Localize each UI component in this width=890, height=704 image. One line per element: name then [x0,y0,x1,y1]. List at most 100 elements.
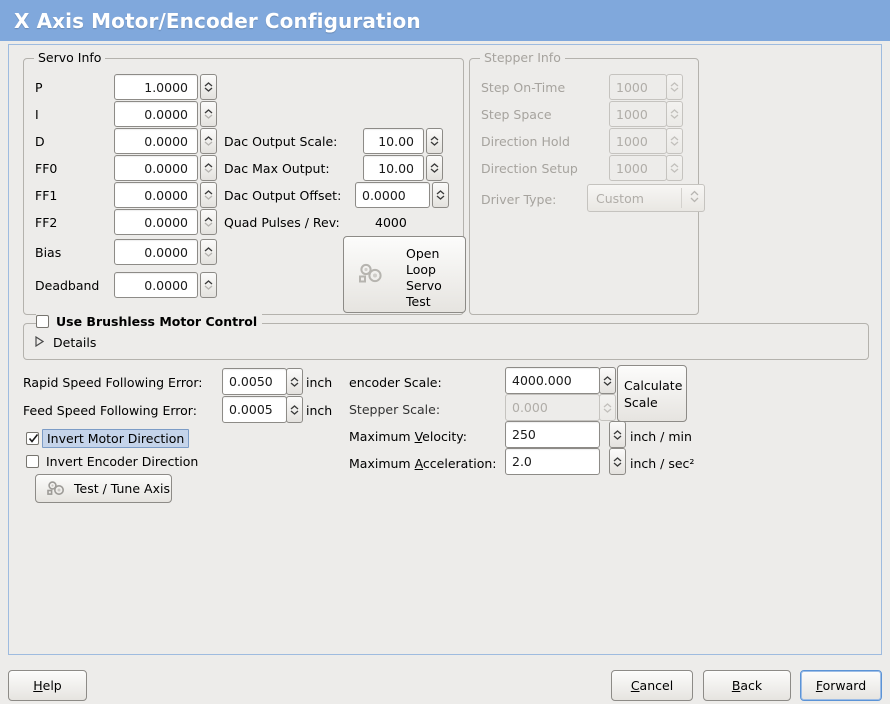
forward-button[interactable]: Forward [800,670,882,701]
spinner-down-icon[interactable] [204,285,213,290]
servo-field-spinner-ff1[interactable] [200,182,217,208]
dac-output-scale-spinner[interactable] [426,128,443,154]
dac-output-offset-spinner[interactable] [432,182,449,208]
spinner-down-icon[interactable] [204,87,213,92]
spinner-down-icon [670,87,679,92]
spinner-down-icon[interactable] [613,435,622,440]
spinner-up-icon[interactable] [204,217,213,222]
encoder-scale-spinner[interactable] [599,367,616,394]
checkbox-box[interactable] [26,455,39,468]
servo-field-input-bias[interactable]: 0.0000 [114,239,198,265]
chevron-right-icon[interactable] [35,335,45,350]
servo-field-spinner-ff0[interactable] [200,155,217,181]
spinner-down-icon[interactable] [603,381,612,386]
spinner-up-icon[interactable] [204,82,213,87]
maximum-velocity-spinner[interactable] [609,421,626,448]
window-titlebar: X Axis Motor/Encoder Configuration [0,0,890,41]
servo-field-label-p: P [35,80,43,95]
spinner-up-icon[interactable] [204,109,213,114]
dac-output-offset-input[interactable]: 0.0000 [355,182,430,208]
maximum-acceleration-spinner[interactable] [609,448,626,475]
dialog-content-area: Servo Info P 1.0000 I 0.0000 D 0.0000 FF… [8,44,882,655]
servo-field-input-ff2[interactable]: 0.0000 [114,209,198,235]
spinner-up-icon[interactable] [613,429,622,435]
test-tune-axis-button[interactable]: Test / Tune Axis [35,474,172,503]
spinner-up-icon[interactable] [603,375,612,381]
spinner-up-icon[interactable] [430,136,439,141]
spinner-up-icon[interactable] [430,163,439,168]
spinner-down-icon[interactable] [613,462,622,467]
encoder-scale-label: encoder Scale: [349,375,442,390]
spinner-down-icon[interactable] [204,168,213,173]
dac-output-scale-input[interactable]: 10.00 [363,128,424,154]
cancel-button[interactable]: Cancel [611,670,693,701]
open-loop-servo-test-button[interactable]: Open Loop Servo Test [343,236,466,313]
spinner-down-icon [603,408,612,413]
invert-encoder-direction-checkbox[interactable]: Invert Encoder Direction [26,454,198,469]
dac-output-scale-label: Dac Output Scale: [224,134,338,149]
step-on-time-input: 1000 [609,74,667,100]
feed-speed-following-error-input[interactable]: 0.0005 [222,396,287,423]
servo-field-label-d: D [35,134,45,149]
encoder-scale-input[interactable]: 4000.000 [505,367,600,394]
spinner-down-icon[interactable] [430,168,439,173]
help-button[interactable]: HHelpelp [8,670,87,701]
spinner-up-icon[interactable] [204,190,213,195]
servo-field-spinner-i[interactable] [200,101,217,127]
driver-type-combo: Custom [587,184,705,212]
spinner-down-icon [670,168,679,173]
invert-motor-direction-label: Invert Motor Direction [42,429,190,448]
spinner-down-icon[interactable] [290,382,299,387]
spinner-up-icon[interactable] [204,163,213,168]
servo-field-spinner-d[interactable] [200,128,217,154]
spinner-down-icon[interactable] [290,410,299,415]
servo-field-input-i[interactable]: 0.0000 [114,101,198,127]
servo-field-spinner-deadband[interactable] [200,272,217,298]
spinner-down-icon[interactable] [430,141,439,146]
rapid-speed-following-error-input[interactable]: 0.0050 [222,368,287,395]
checkbox-box[interactable] [36,315,49,328]
maximum-velocity-unit: inch / min [630,429,692,444]
maximum-acceleration-input[interactable]: 2.0 [505,448,600,475]
spinner-up-icon[interactable] [436,190,445,195]
calculate-scale-button[interactable]: Calculate Scale [617,365,687,422]
test-tune-axis-label: Test / Tune Axis [74,481,170,496]
maximum-velocity-input[interactable]: 250 [505,421,600,448]
spinner-up-icon[interactable] [204,247,213,252]
step-on-time-label: Step On-Time [481,80,566,95]
servo-field-input-ff0[interactable]: 0.0000 [114,155,198,181]
spinner-up-icon[interactable] [204,280,213,285]
spinner-down-icon[interactable] [204,252,213,257]
spinner-up-icon [670,109,679,114]
spinner-up-icon[interactable] [290,376,299,382]
spinner-up-icon[interactable] [204,136,213,141]
direction-setup-label: Direction Setup [481,161,578,176]
spinner-up-icon[interactable] [290,404,299,410]
servo-field-input-ff1[interactable]: 0.0000 [114,182,198,208]
dac-max-output-input[interactable]: 10.00 [363,155,424,181]
servo-field-spinner-bias[interactable] [200,239,217,265]
rapid-speed-following-error-spinner[interactable] [286,368,303,395]
details-expander[interactable]: Details [35,335,96,350]
spinner-down-icon[interactable] [204,114,213,119]
feed-speed-following-error-spinner[interactable] [286,396,303,423]
spinner-up-icon [670,136,679,141]
checkbox-box[interactable] [26,432,39,445]
spinner-down-icon[interactable] [204,195,213,200]
invert-motor-direction-checkbox[interactable]: Invert Motor Direction [26,429,190,448]
servo-field-input-d[interactable]: 0.0000 [114,128,198,154]
servo-field-spinner-p[interactable] [200,74,217,100]
spinner-down-icon[interactable] [204,141,213,146]
servo-field-spinner-ff2[interactable] [200,209,217,235]
servo-field-input-p[interactable]: 1.0000 [114,74,198,100]
spinner-up-icon [603,402,612,408]
dac-max-output-spinner[interactable] [426,155,443,181]
stepper-info-legend: Stepper Info [480,51,565,65]
spinner-down-icon[interactable] [204,222,213,227]
back-button[interactable]: Back [703,670,791,701]
brushless-motor-frame: Use Brushless Motor Control Details [23,314,869,360]
use-brushless-motor-control-checkbox[interactable]: Use Brushless Motor Control [36,314,263,329]
spinner-up-icon[interactable] [613,456,622,462]
servo-field-input-deadband[interactable]: 0.0000 [114,272,198,298]
spinner-down-icon[interactable] [436,195,445,200]
